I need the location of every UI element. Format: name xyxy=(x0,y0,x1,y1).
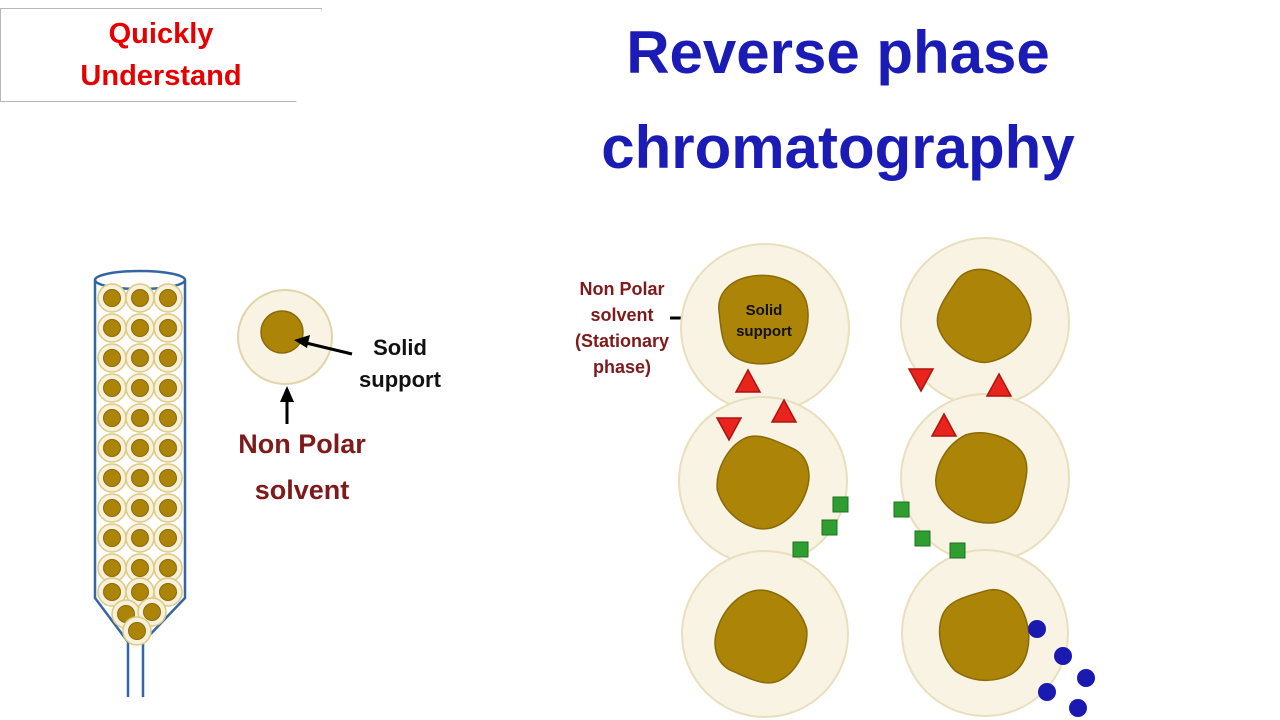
analyte-square xyxy=(914,530,931,547)
coated-bead-6 xyxy=(901,549,1069,717)
solid-support-label: Solid support xyxy=(359,335,441,392)
analyte-square xyxy=(792,541,809,558)
analyte-dots xyxy=(1028,620,1095,717)
title-line-2: chromatography xyxy=(601,113,1075,181)
nonpolar-arrow xyxy=(280,386,294,424)
analyte-square xyxy=(893,501,910,518)
nonpolar-solvent-label: Non Polar solvent xyxy=(238,429,366,505)
quickly-understand-badge: Quickly Understand xyxy=(0,8,322,102)
analyte-square xyxy=(832,496,849,513)
analyte-dot xyxy=(1077,669,1095,687)
coated-bead-5 xyxy=(681,550,849,718)
column-beads xyxy=(97,283,183,646)
analyte-triangles xyxy=(715,368,1013,442)
solid-support-core xyxy=(260,310,304,354)
analyte-triangle xyxy=(985,372,1013,397)
analyte-square xyxy=(949,542,966,559)
coated-bead-3 xyxy=(678,396,848,566)
solid-support-inner-label: Solid support xyxy=(736,302,792,340)
analyte-triangle xyxy=(930,412,958,437)
bead-detail xyxy=(237,289,353,424)
analyte-triangle xyxy=(770,398,798,423)
solid-support-arrow xyxy=(294,335,353,356)
analyte-dot xyxy=(1054,647,1072,665)
stationary-phase-label: Non Polar solvent (Stationary phase) xyxy=(574,279,670,378)
analyte-square xyxy=(821,519,838,536)
analyte-triangle xyxy=(907,368,935,393)
analyte-squares xyxy=(792,496,966,559)
badge-line-1: Quickly xyxy=(108,17,214,50)
title-line-1: Reverse phase xyxy=(626,19,1050,86)
analyte-dot xyxy=(1028,620,1046,638)
analyte-triangle xyxy=(734,368,762,393)
chromatography-column xyxy=(93,269,187,697)
analyte-triangle xyxy=(715,417,743,442)
analyte-dot xyxy=(1038,683,1056,701)
page-title: Reverse phase chromatography xyxy=(480,6,1196,196)
badge-line-2: Understand xyxy=(80,60,242,92)
analyte-dot xyxy=(1069,699,1087,717)
